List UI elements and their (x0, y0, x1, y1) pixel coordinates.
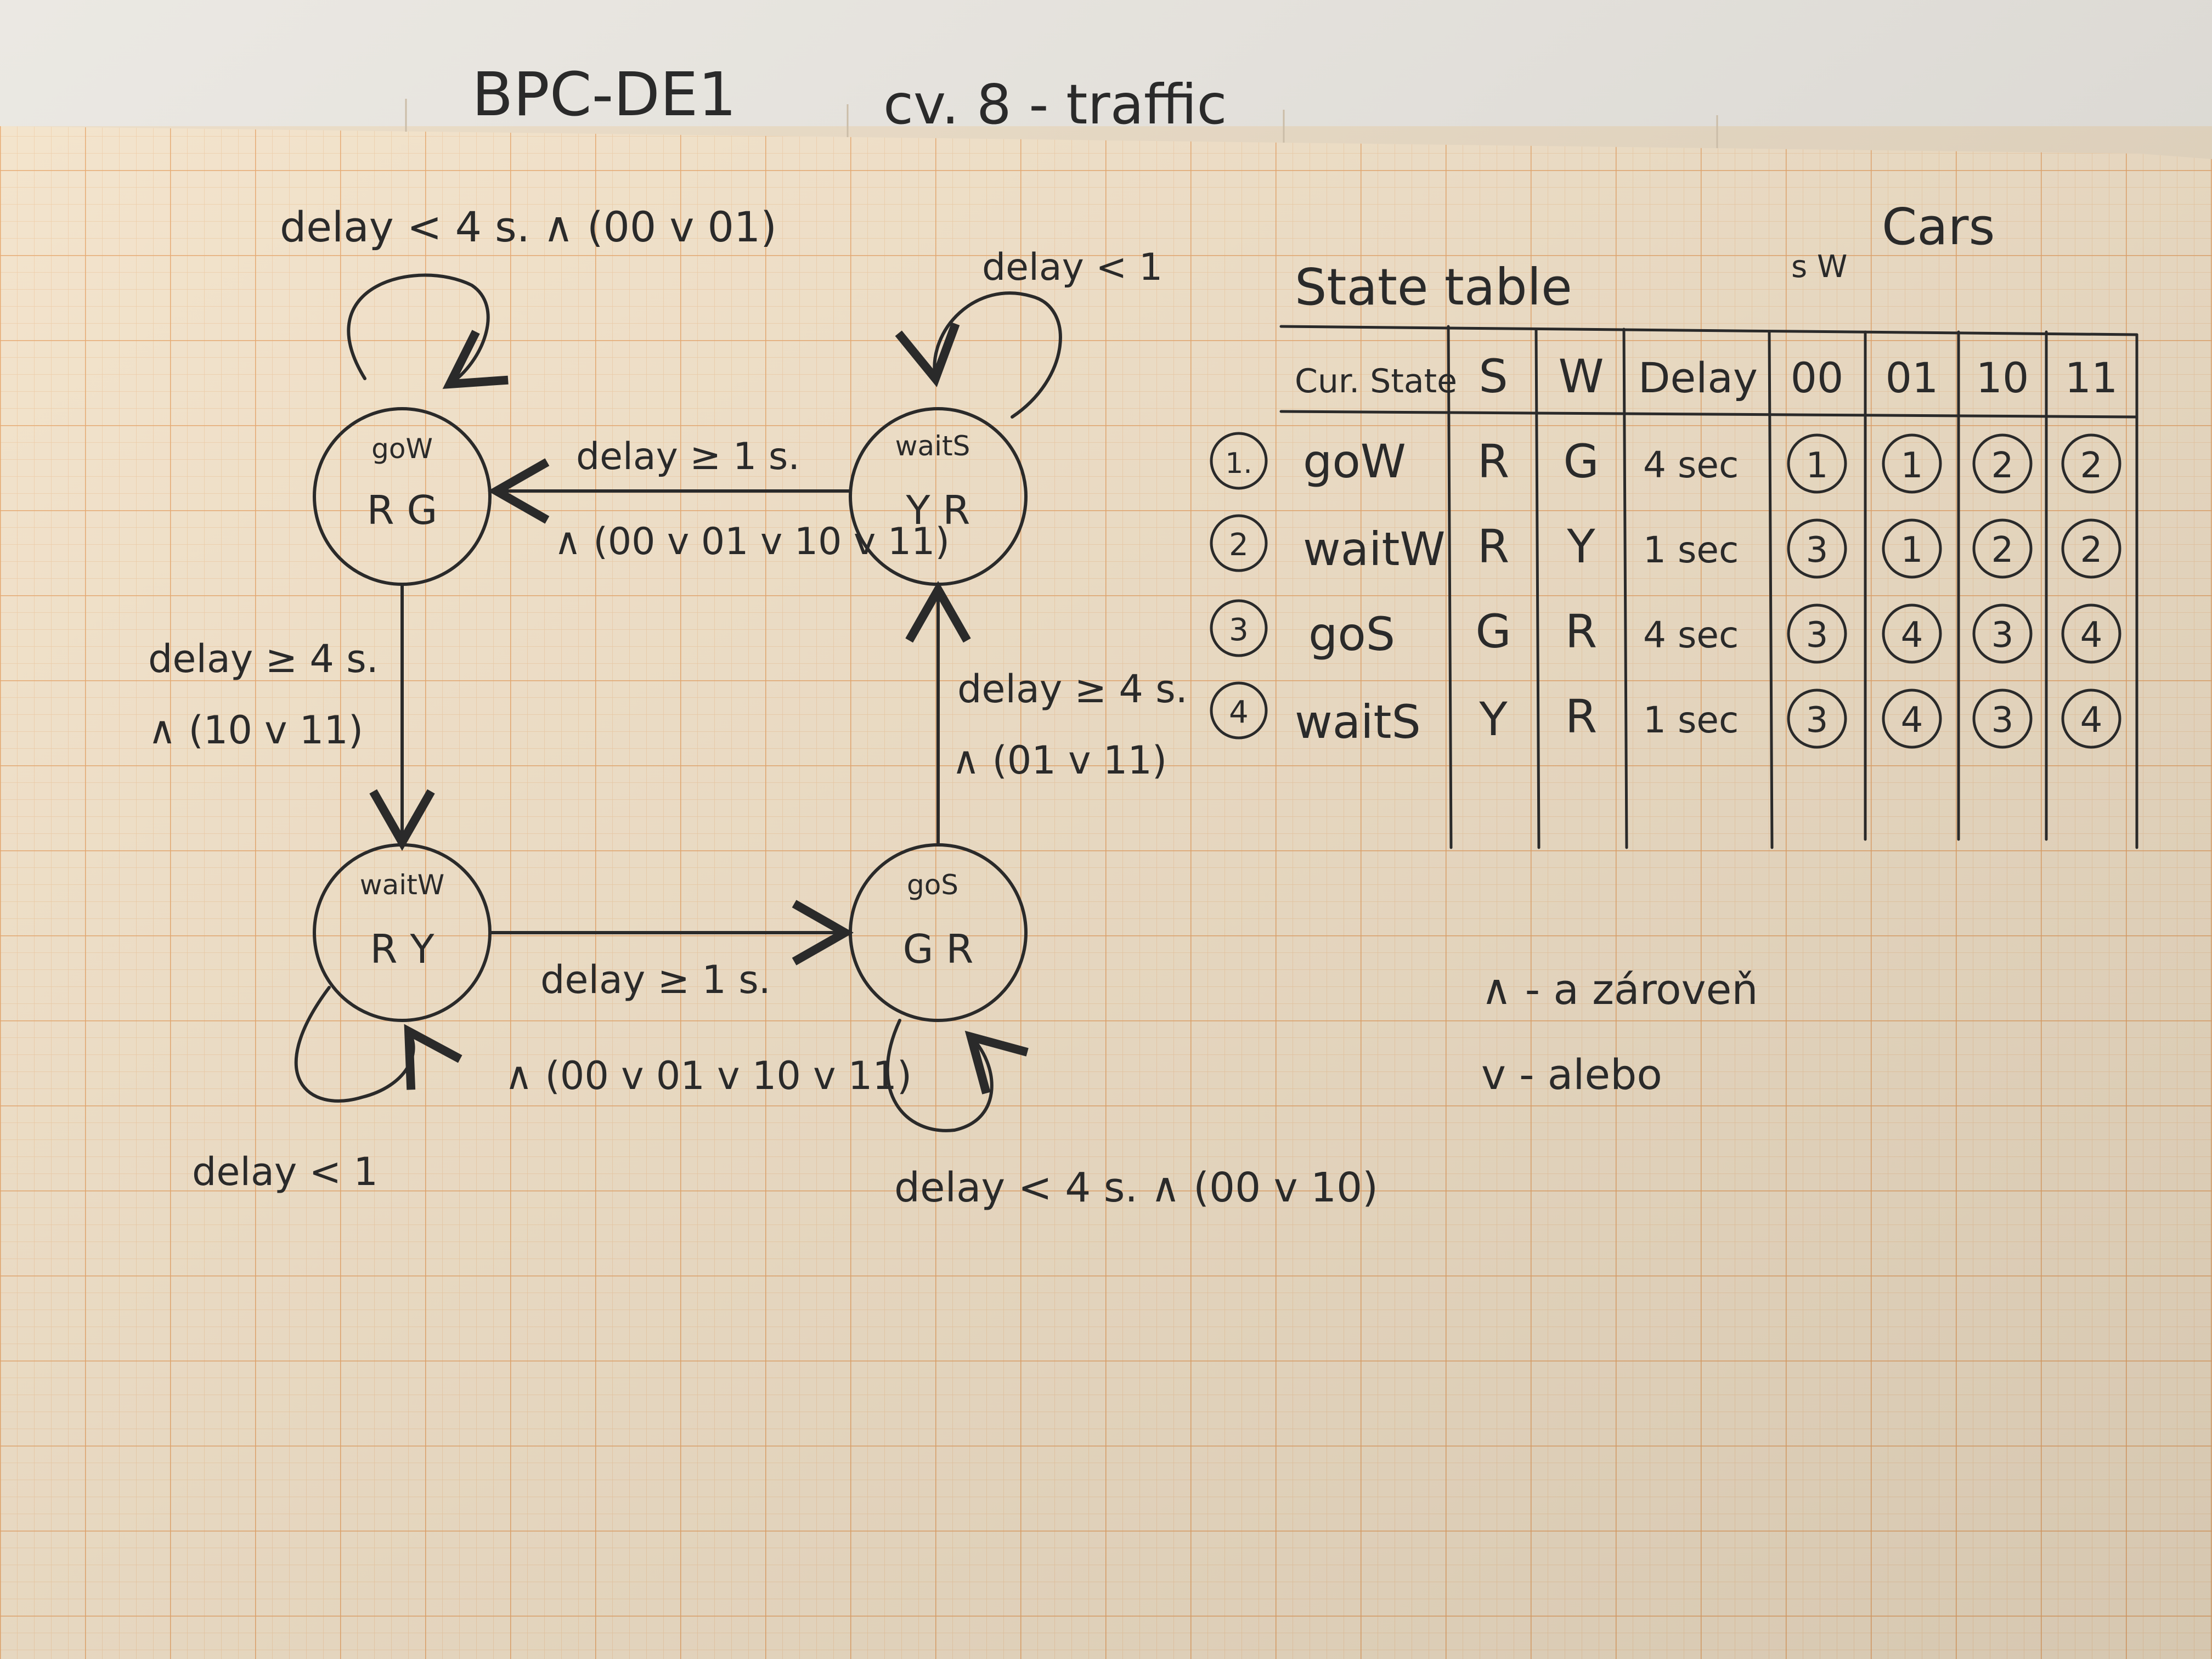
state-waitw-name: waitW (360, 869, 444, 901)
row2-next-10: 2 (1991, 530, 2014, 571)
row2-w: Y (1566, 520, 1595, 573)
row3-next-10: 3 (1991, 615, 2014, 656)
th-delay: Delay (1638, 353, 1758, 402)
row4-next-00: 3 (1806, 700, 1829, 741)
row3-w: R (1565, 605, 1597, 658)
row1-state: goW (1303, 435, 1406, 488)
loop-waits (895, 291, 1062, 419)
label-waits-gow-2: ∧ (00 v 01 v 10 v 11) (554, 520, 950, 563)
state-gow-name: goW (371, 433, 433, 465)
row1-next-00: 1 (1806, 445, 1829, 486)
label-gow-self: delay < 4 s. ∧ (00 v 01) (280, 202, 777, 251)
label-gos-waits-2: ∧ (01 v 11) (952, 738, 1167, 783)
state-waitw-lights: R Y (370, 926, 435, 972)
label-waits-gow-1: delay ≥ 1 s. (576, 435, 800, 478)
th-01: 01 (1886, 353, 1939, 402)
th-w: W (1558, 349, 1604, 403)
row2-state: waitW (1303, 522, 1446, 576)
header-course: BPC-DE1 (472, 59, 737, 129)
row4-w: R (1565, 690, 1597, 743)
th-cur-state: Cur. State (1295, 362, 1457, 400)
row3-next-00: 3 (1806, 615, 1829, 656)
state-gow-lights: R G (367, 487, 438, 533)
row3-next-11: 4 (2080, 615, 2103, 656)
label-waitw-self: delay < 1 (192, 1149, 378, 1194)
table-title: State table (1295, 258, 1572, 317)
row3-next-01: 4 (1901, 615, 1923, 656)
label-waits-self: delay < 1 (982, 246, 1163, 289)
th-00: 00 (1791, 353, 1844, 402)
state-waits-name: waitS (895, 430, 970, 462)
row2-s: R (1477, 520, 1509, 573)
th-s: S (1479, 349, 1508, 403)
row4-next-01: 4 (1901, 700, 1923, 741)
state-waits-lights: Y R (906, 487, 970, 533)
label-gos-waits-1: delay ≥ 4 s. (957, 667, 1188, 712)
row2-next-11: 2 (2080, 530, 2103, 571)
row1-next-01: 1 (1901, 445, 1923, 486)
row4-delay: 1 sec (1643, 699, 1739, 741)
row3-state: goS (1308, 607, 1395, 661)
label-gow-waitw-2: ∧ (10 v 11) (148, 708, 363, 753)
row1-w: G (1563, 435, 1599, 488)
loop-gos (885, 1019, 1029, 1132)
state-gos-name: goS (907, 869, 958, 901)
row3-s: G (1475, 605, 1511, 658)
header-title: cv. 8 - traffic (883, 72, 1227, 137)
row1-num: 1. (1225, 447, 1252, 480)
row1-s: R (1477, 435, 1509, 488)
row3-num: 3 (1229, 612, 1249, 648)
state-gos-lights: G R (903, 926, 974, 972)
row4-num: 4 (1229, 695, 1249, 730)
row1-delay: 4 sec (1643, 444, 1739, 486)
loop-waitw (294, 986, 462, 1103)
sw-label: s W (1791, 249, 1847, 285)
cars-label: Cars (1882, 198, 1995, 256)
row2-delay: 1 sec (1643, 529, 1739, 571)
row4-next-11: 4 (2080, 700, 2103, 741)
row4-s: Y (1479, 692, 1508, 746)
row2-next-00: 3 (1806, 530, 1829, 571)
legend-or: v - alebo (1481, 1050, 1662, 1099)
row2-num: 2 (1229, 527, 1249, 563)
row2-next-01: 1 (1901, 530, 1923, 571)
row1-next-10: 2 (1991, 445, 2014, 486)
label-waitw-gos-2: ∧ (00 v 01 v 10 v 11) (505, 1053, 912, 1098)
th-11: 11 (2065, 353, 2118, 402)
label-gos-self: delay < 4 s. ∧ (00 v 10) (894, 1164, 1378, 1211)
label-gow-waitw-1: delay ≥ 4 s. (148, 636, 379, 681)
label-waitw-gos-1: delay ≥ 1 s. (540, 957, 771, 1002)
row4-next-10: 3 (1991, 700, 2014, 741)
th-10: 10 (1976, 353, 2029, 402)
loop-gow (347, 273, 509, 389)
legend-and: ∧ - a zároveň (1481, 965, 1758, 1014)
row3-delay: 4 sec (1643, 614, 1739, 656)
row1-next-11: 2 (2080, 445, 2103, 486)
row4-state: waitS (1295, 695, 1421, 749)
